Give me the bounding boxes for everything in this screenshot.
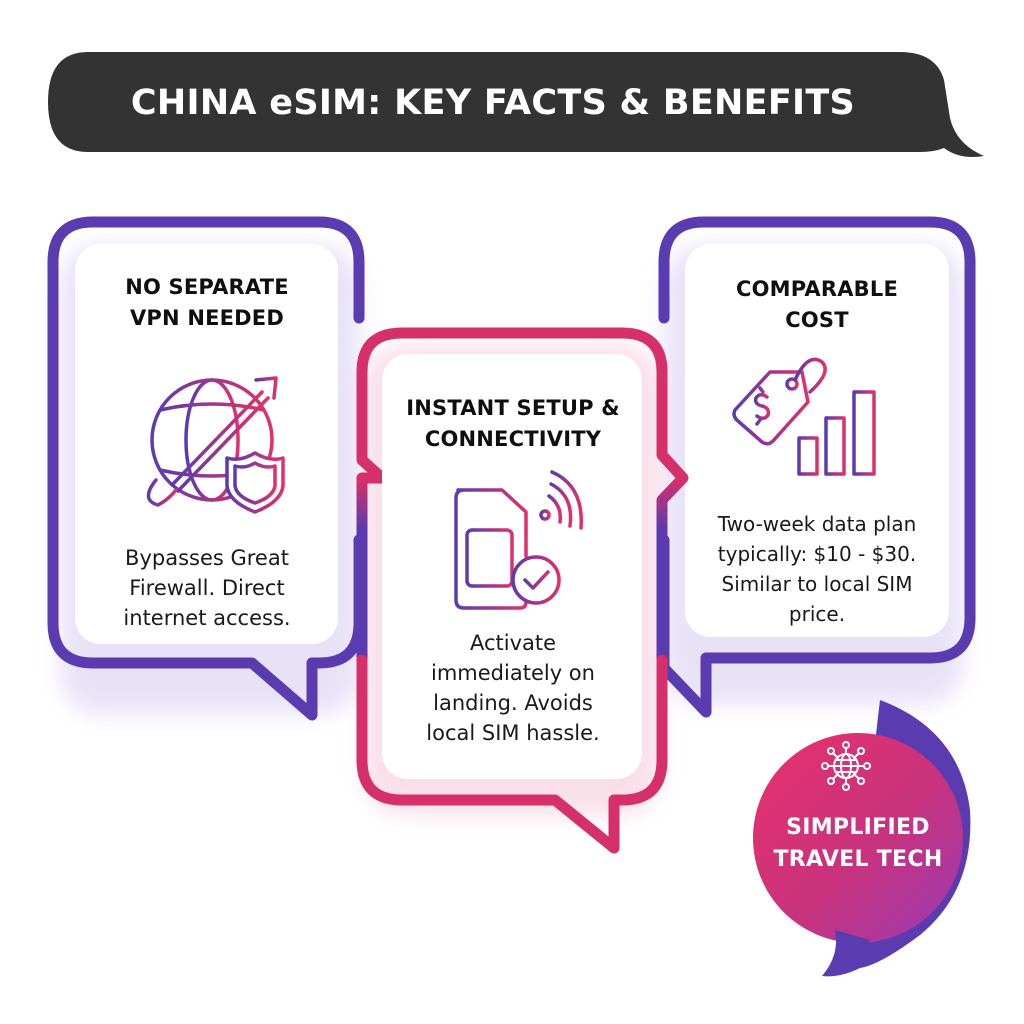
card-vpn-body-line-2: Firewall. Direct (129, 576, 285, 600)
sim-card-wifi-check-icon (454, 470, 583, 610)
badge-line-2: TRAVEL TECH (773, 847, 943, 872)
card-cost-title-line-2: COST (785, 308, 849, 332)
globe-arrow-shield-icon (146, 376, 285, 514)
page-title: CHINA eSIM: KEY FACTS & BENEFITS (130, 83, 856, 123)
card-cost-body-line-3: Similar to local SIM (721, 572, 913, 596)
card-cost-body-line-2: typically: $10 - $30. (717, 542, 917, 566)
badge-bubble-shape (753, 700, 971, 977)
card-setup: INSTANT SETUP & CONNECTIVITY (384, 393, 642, 455)
network-globe-icon (821, 741, 871, 791)
card-setup-title-line-1: INSTANT SETUP & (406, 396, 620, 420)
card-cost-title-line-1: COMPARABLE (735, 277, 899, 301)
card-cost-description: Two-week data plan typically: $10 - $30.… (678, 509, 956, 629)
card-setup-title: INSTANT SETUP & CONNECTIVITY (384, 393, 642, 455)
card-vpn-frame (47, 216, 365, 721)
card-vpn-title-line-2: VPN NEEDED (129, 306, 284, 330)
card-cost-title: COMPARABLE COST (686, 274, 948, 336)
badge-label: SIMPLIFIED TRAVEL TECH (750, 812, 966, 876)
price-tag-bar-chart-icon (732, 357, 886, 476)
badge-line-1: SIMPLIFIED (786, 815, 930, 840)
card-setup-body-line-2: immediately on (431, 661, 595, 685)
card-vpn: NO SEPARATE VPN NEEDED (78, 272, 336, 334)
card-cost-body-line-1: Two-week data plan (717, 512, 917, 536)
card-vpn-description: Bypasses Great Firewall. Direct internet… (78, 543, 336, 633)
title-bubble-shape (48, 52, 984, 157)
card-vpn-title-line-1: NO SEPARATE (125, 275, 289, 299)
card-cost-body-line-4: price. (788, 602, 846, 626)
card-vpn-title: NO SEPARATE VPN NEEDED (78, 272, 336, 334)
card-vpn-body-line-3: internet access. (123, 606, 291, 630)
card-setup-body-line-1: Activate (469, 631, 557, 655)
card-vpn-body-line-1: Bypasses Great (125, 546, 289, 570)
card-setup-body-line-3: landing. Avoids (433, 691, 593, 715)
card-setup-title-line-2: CONNECTIVITY (424, 427, 602, 451)
card-setup-description: Activate immediately on landing. Avoids … (384, 628, 642, 748)
card-setup-body-line-4: local SIM hassle. (426, 721, 600, 745)
card-cost: COMPARABLE COST (686, 274, 948, 336)
